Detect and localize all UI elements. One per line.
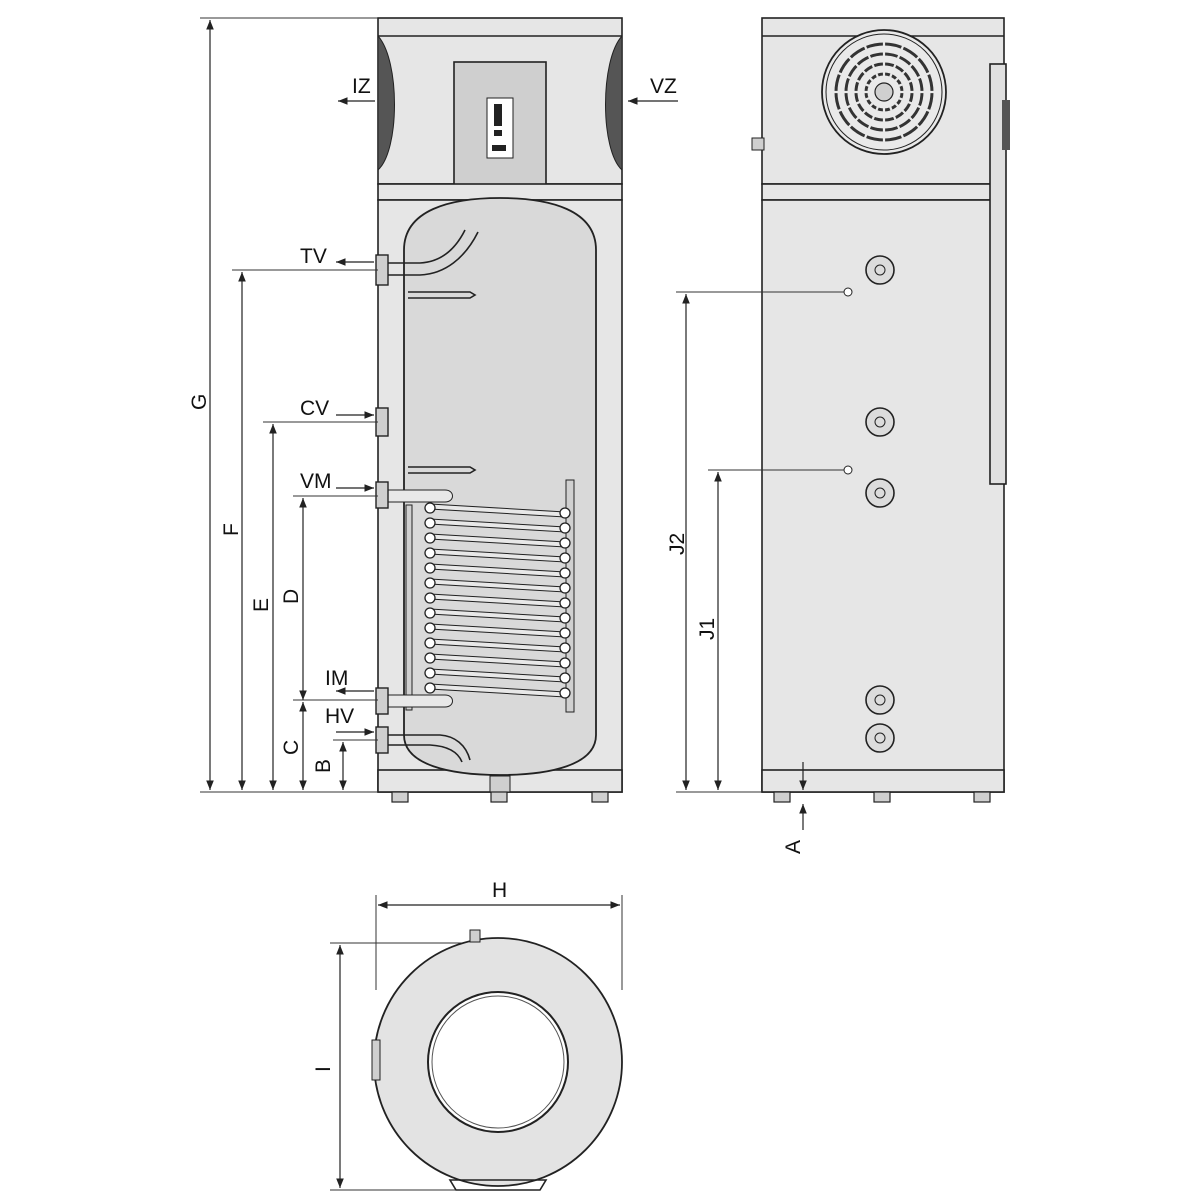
side-panel [989,63,1007,485]
label-hv: HV [325,705,354,728]
dim-f: F [220,523,243,536]
heat-exchanger-coil [388,479,575,713]
side-view: J2 J1 A [666,17,1010,854]
dim-i: I [312,1066,335,1072]
front-view: IZ VZ TV CV VM IM HV G F E D C [188,17,678,803]
fan-grille-icon [821,29,947,155]
dim-a: A [782,840,805,854]
dim-c: C [280,740,303,755]
label-vm: VM [300,470,332,493]
dim-j2: J2 [666,533,689,555]
dim-b: B [312,759,335,773]
label-im: IM [325,667,348,690]
ports [843,255,895,753]
label-iz: IZ [352,75,371,98]
top-fan-opening [427,991,569,1133]
dim-g: G [188,394,211,410]
dim-h: H [492,879,507,902]
dim-d: D [280,589,303,604]
left-fan-icon [377,34,395,172]
label-cv: CV [300,397,329,420]
dim-e: E [250,598,273,612]
condensate-fitting [751,137,765,151]
top-view: H I [312,879,623,1191]
label-tv: TV [300,245,327,268]
dim-j1: J1 [696,618,719,640]
right-fan-icon [605,34,623,172]
label-vz: VZ [650,75,677,98]
